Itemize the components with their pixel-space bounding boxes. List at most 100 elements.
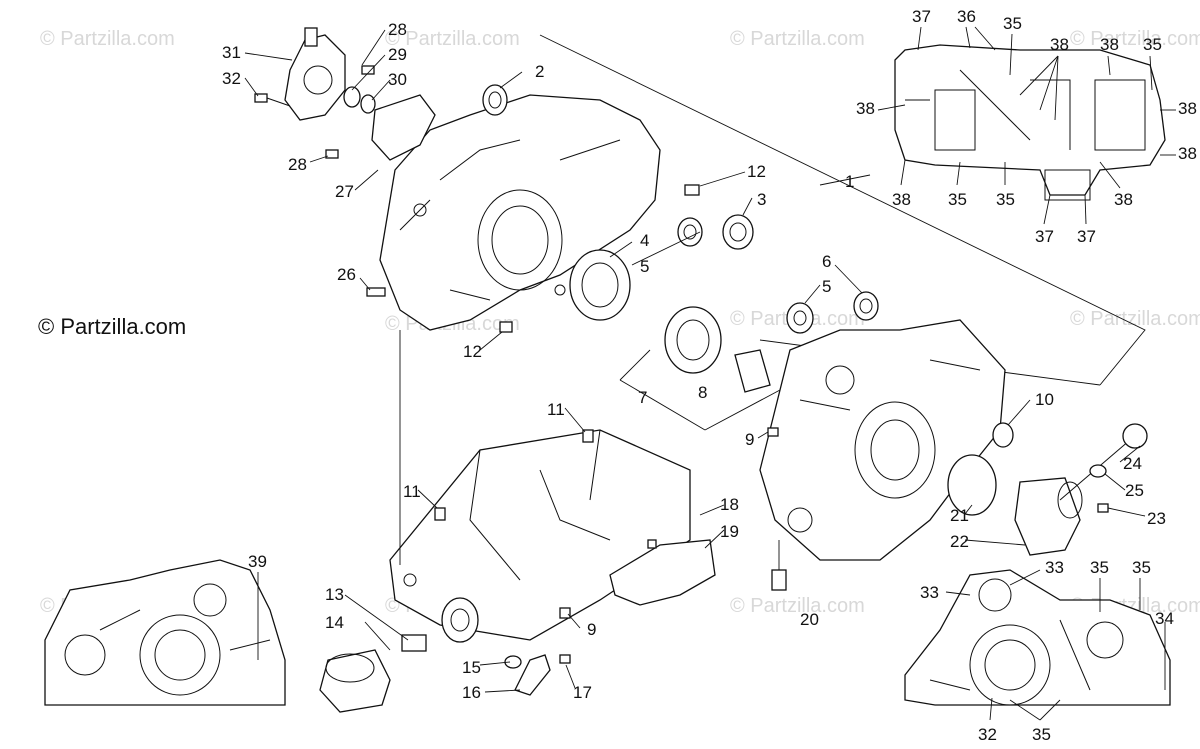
- bolt: [1097, 503, 1109, 513]
- callout-8: 8: [698, 383, 707, 402]
- callout-35: 35: [996, 190, 1015, 209]
- o-ring: [1089, 464, 1107, 478]
- dowel-pin: [684, 184, 700, 196]
- callout-29: 29: [388, 45, 407, 64]
- callout-15: 15: [462, 658, 481, 677]
- callout-35: 35: [1003, 14, 1022, 33]
- callout-30: 30: [388, 70, 407, 89]
- leader-lines-top-right: [877, 26, 1176, 225]
- oil-fitting: [514, 654, 551, 696]
- callout-11: 11: [403, 482, 421, 501]
- crankcase-side-view-right: [904, 569, 1171, 706]
- leader-lines: [244, 29, 1166, 721]
- screw: [647, 539, 657, 549]
- callout-27: 27: [335, 182, 354, 201]
- oil-pan: [389, 429, 691, 641]
- callout-38: 38: [892, 190, 911, 209]
- dowel-pin: [559, 607, 571, 619]
- drain-plug: [771, 569, 787, 591]
- strainer-gasket: [609, 539, 716, 606]
- water-pump-cover: [284, 27, 346, 121]
- callout-32: 32: [222, 69, 241, 88]
- plain-bearing: [734, 349, 771, 393]
- callout-12: 12: [747, 162, 766, 181]
- callout-14: 14: [325, 613, 344, 632]
- dowel-pin: [434, 507, 446, 521]
- callout-35: 35: [1090, 558, 1109, 577]
- callout-9: 9: [587, 620, 596, 639]
- callout-37: 37: [1035, 227, 1054, 246]
- group-bracket: [619, 349, 781, 431]
- callout-21: 21: [950, 506, 969, 525]
- callout-16: 16: [462, 683, 481, 702]
- callout-35: 35: [1143, 35, 1162, 54]
- oil-seal: [482, 84, 508, 116]
- callout-4: 4: [640, 231, 649, 250]
- copyright-text: © Partzilla.com: [38, 314, 186, 339]
- watermark: © Partzilla.com: [40, 28, 175, 50]
- o-ring: [504, 655, 522, 669]
- callout-26: 26: [337, 265, 356, 284]
- callout-10: 10: [1035, 390, 1054, 409]
- watermark: © Partzilla.com: [730, 28, 865, 50]
- callout-38: 38: [1178, 99, 1197, 118]
- crankcase-left-half: [379, 94, 661, 331]
- callout-12: 12: [463, 342, 482, 361]
- callout-6: 6: [822, 252, 831, 271]
- callout-35: 35: [1132, 558, 1151, 577]
- callout-38: 38: [1178, 144, 1197, 163]
- callout-34: 34: [1155, 609, 1174, 628]
- watermark: © Partzilla.com: [730, 595, 865, 617]
- callout-11: 11: [547, 400, 565, 419]
- callout-31: 31: [222, 43, 241, 62]
- dowel-pin: [325, 149, 339, 159]
- callout-37: 37: [1077, 227, 1096, 246]
- callout-2: 2: [535, 62, 544, 81]
- crankshaft-seal: [664, 306, 722, 374]
- watermark: © Partzilla.com: [1070, 308, 1200, 330]
- watermark: © Partzilla.com: [1070, 28, 1200, 50]
- callout-5: 5: [822, 277, 831, 296]
- bearing: [786, 302, 814, 334]
- callout-38: 38: [856, 99, 875, 118]
- callout-18: 18: [720, 495, 739, 514]
- callout-37: 37: [912, 7, 931, 26]
- callout-33: 33: [920, 583, 939, 602]
- bolt: [559, 654, 571, 664]
- dowel-pin: [499, 321, 513, 333]
- stud: [366, 287, 386, 297]
- callout-24: 24: [1123, 454, 1142, 473]
- crankcase-top-view: [894, 44, 1166, 201]
- callout-38: 38: [1114, 190, 1133, 209]
- o-ring: [360, 94, 376, 114]
- gasket: [371, 94, 436, 161]
- callout-3: 3: [757, 190, 766, 209]
- dowel-pin: [767, 427, 779, 437]
- callout-38: 38: [1050, 35, 1069, 54]
- callout-28: 28: [388, 20, 407, 39]
- callout-33: 33: [1045, 558, 1064, 577]
- callout-13: 13: [325, 585, 344, 604]
- bearing: [677, 217, 703, 247]
- callout-19: 19: [720, 522, 739, 541]
- callout-35: 35: [1032, 725, 1051, 744]
- bearing: [853, 291, 879, 321]
- oil-filter-mount: [441, 597, 479, 643]
- callout-32: 32: [978, 725, 997, 744]
- callout-39: 39: [248, 552, 267, 571]
- dowel-pin: [582, 429, 594, 443]
- callout-28: 28: [288, 155, 307, 174]
- seal: [343, 86, 361, 108]
- callout-9: 9: [745, 430, 754, 449]
- oil-seal: [992, 422, 1014, 448]
- bearing: [722, 214, 754, 250]
- o-ring: [947, 454, 997, 516]
- bolt: [254, 93, 291, 107]
- callout-1: 1: [845, 172, 854, 191]
- callout-25: 25: [1125, 481, 1144, 500]
- dowel-pin: [361, 65, 375, 75]
- callout-20: 20: [800, 610, 819, 629]
- oil-filter: [319, 649, 391, 713]
- callout-labels: 2 1 3 12 4 5 6 5 12 26 7 8 10 9 24 25 23…: [222, 7, 1197, 744]
